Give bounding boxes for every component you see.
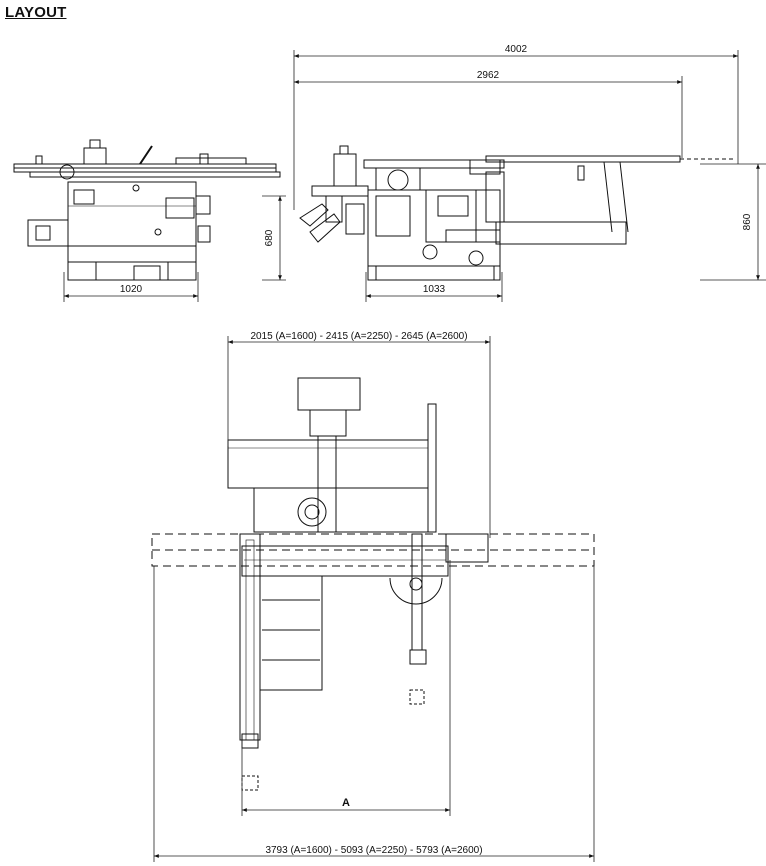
- top-view: [151, 377, 595, 791]
- side-total-length-label: 4002: [505, 44, 528, 55]
- side-base-width-label: 1033: [423, 284, 446, 295]
- side-table-length-dimension: [294, 76, 683, 158]
- top-width-dimension: [227, 336, 491, 538]
- total-length-label: 3793 (A=1600) - 5093 (A=2250) - 5793 (A=…: [265, 845, 482, 856]
- side-height-dimension: [700, 163, 766, 281]
- front-height-dimension: [262, 195, 286, 281]
- side-view: [299, 145, 736, 281]
- total-length-dimension: [153, 566, 595, 862]
- front-width-dimension: [63, 272, 199, 302]
- front-width-label: 1020: [120, 284, 143, 295]
- stroke-dimension: [241, 560, 451, 816]
- page-title: LAYOUT: [5, 4, 67, 21]
- side-table-length-label: 2962: [477, 70, 500, 81]
- side-height-label: 860: [742, 213, 753, 230]
- front-height-label: 680: [264, 229, 275, 246]
- side-base-width-dimension: [365, 272, 503, 302]
- top-width-label: 2015 (A=1600) - 2415 (A=2250) - 2645 (A=…: [250, 331, 467, 342]
- stroke-label: A: [342, 797, 350, 809]
- side-total-length-dimension: [293, 50, 739, 210]
- front-view: [13, 139, 281, 281]
